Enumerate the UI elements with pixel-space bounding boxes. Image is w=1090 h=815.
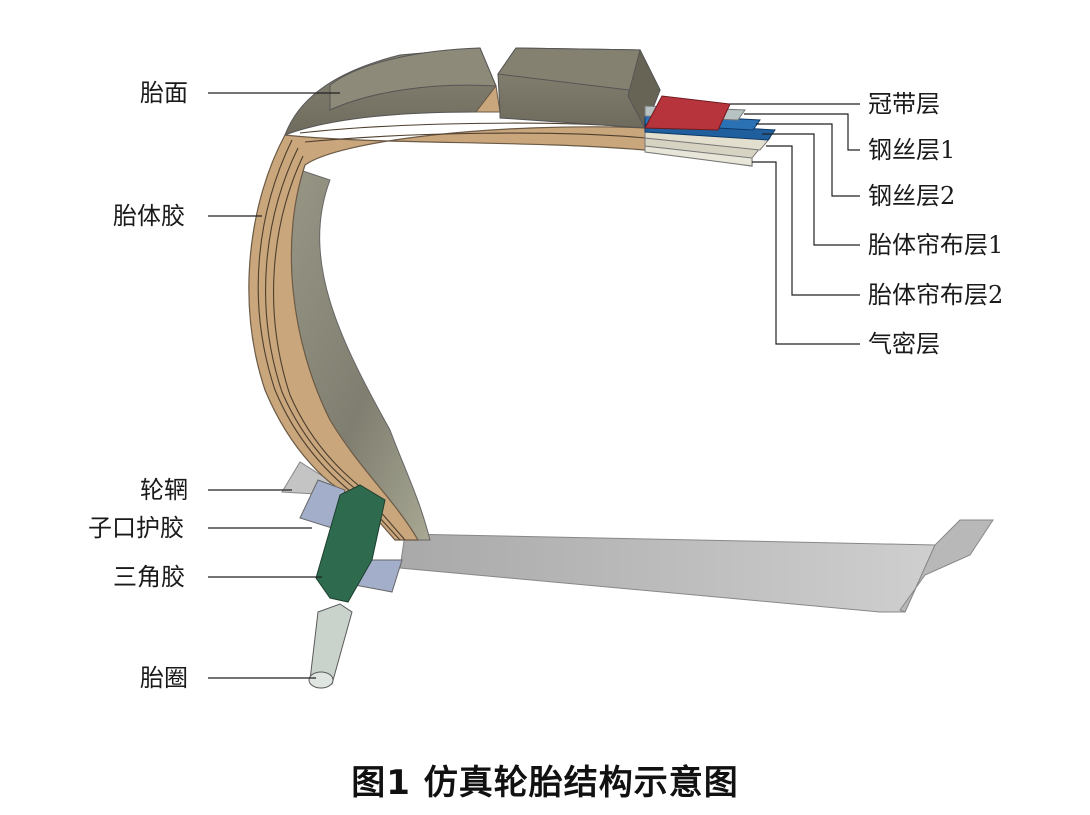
belt-stack	[644, 95, 776, 167]
apex	[315, 484, 386, 603]
label-chafer: 子口护胶	[88, 514, 184, 542]
figure-caption: 图1 仿真轮胎结构示意图	[351, 763, 739, 803]
label-carcass-ply-2: 胎体帘布层2	[868, 281, 1004, 309]
leader-lines-left	[208, 92, 340, 679]
label-bead: 胎圈	[140, 664, 188, 692]
label-steel-belt-2: 钢丝层2	[868, 182, 956, 210]
carcass-rubber	[248, 126, 753, 541]
bead-end	[308, 671, 334, 689]
label-steel-belt-1: 钢丝层1	[868, 136, 956, 164]
rim-flange-right	[899, 519, 994, 613]
label-carcass-ply-1: 胎体帘布层1	[868, 231, 1004, 259]
label-inner-liner: 气密层	[868, 330, 940, 358]
tread-groove	[474, 84, 501, 113]
rim-base	[399, 533, 936, 613]
cap-ply-layer	[644, 95, 731, 131]
label-cap-ply: 冠带层	[868, 90, 940, 118]
tread	[284, 47, 661, 136]
bead-bundle	[309, 603, 353, 685]
bead-area	[299, 479, 403, 689]
label-apex: 三角胶	[113, 563, 185, 591]
leader-lines-right	[730, 103, 860, 345]
label-tread: 胎面	[140, 79, 188, 107]
label-rim: 轮辋	[140, 476, 188, 504]
label-carcass-rubber: 胎体胶	[113, 202, 185, 230]
